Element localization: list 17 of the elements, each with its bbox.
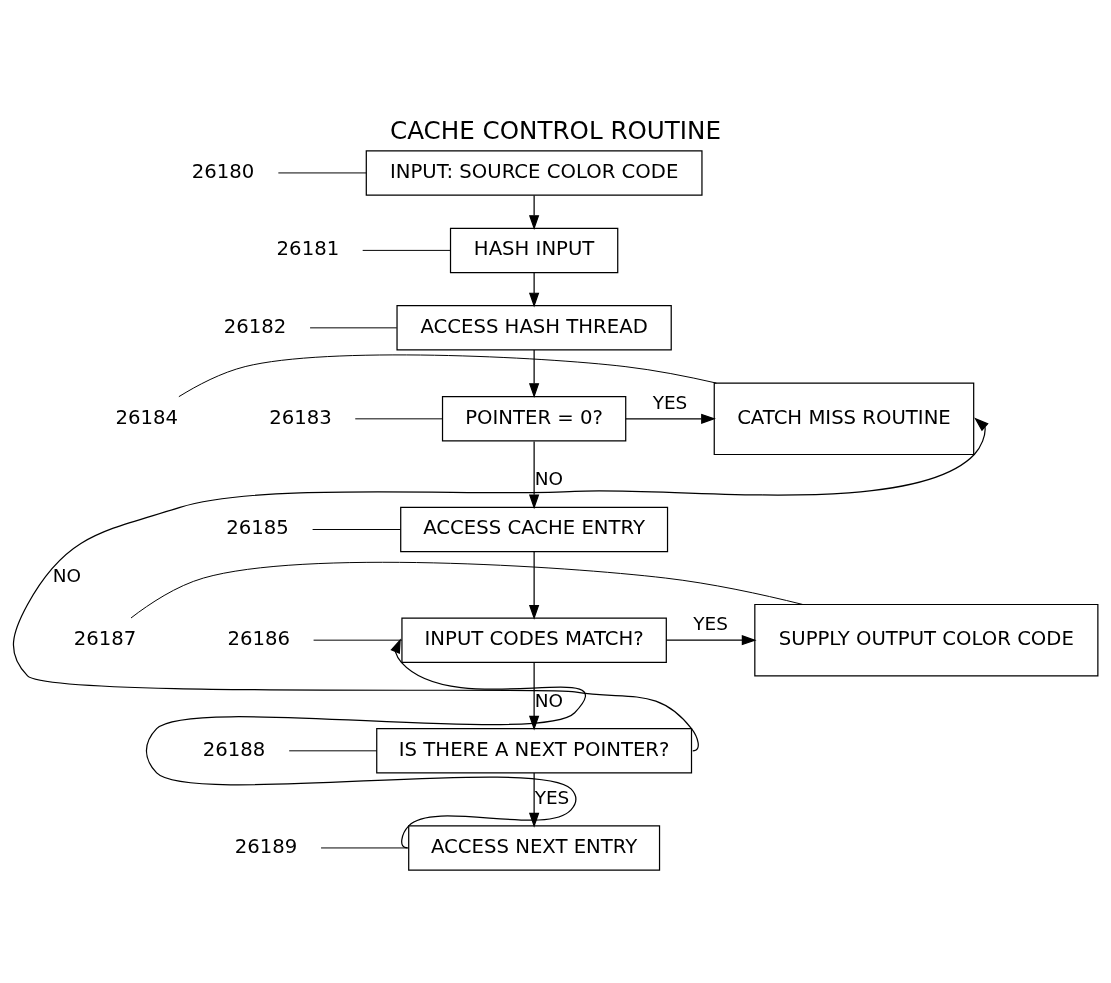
edge-label: NO: [534, 467, 564, 489]
diagram-title: CACHE CONTROL ROUTINE: [390, 115, 721, 145]
node-text: 26188: [202, 736, 266, 760]
node-text: 26184: [115, 405, 179, 429]
edge-label: NO: [52, 564, 82, 586]
node-text: 26185: [226, 515, 289, 539]
edge-label: YES: [693, 612, 728, 634]
node-text: 26187: [73, 626, 137, 650]
node-text: 26181: [276, 236, 340, 260]
edge-label: NO: [534, 689, 564, 711]
node-text: 26186: [227, 626, 290, 650]
edge-label: YES: [652, 391, 688, 413]
edge-label: YES: [534, 786, 570, 808]
node-text: 26189: [234, 834, 298, 858]
node-text: 26180: [191, 159, 255, 183]
node-text: 26183: [269, 405, 332, 429]
node-text: 26182: [223, 314, 287, 338]
